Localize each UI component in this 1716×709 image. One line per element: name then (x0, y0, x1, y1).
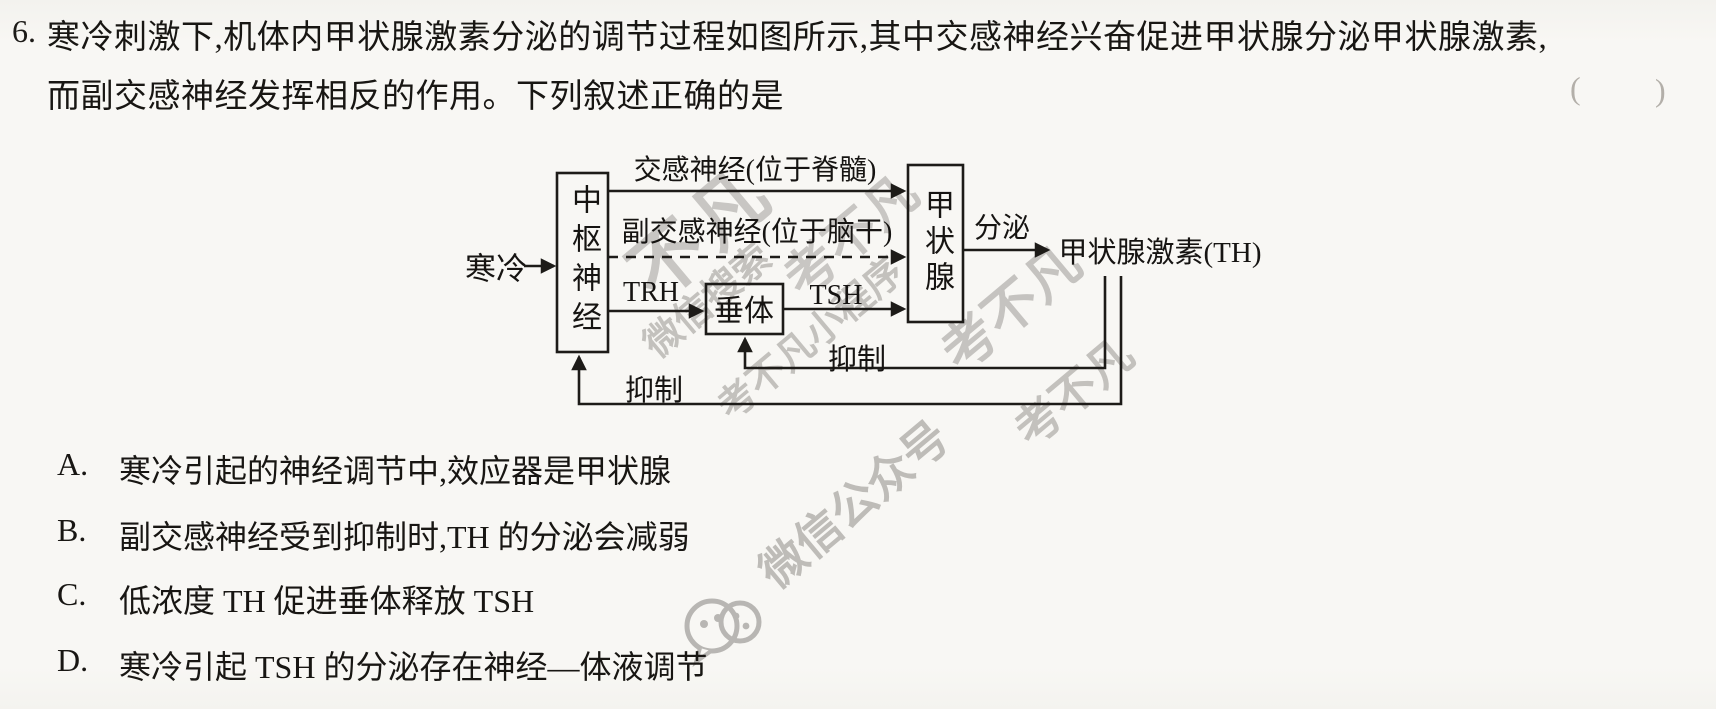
option-a-label: A. (57, 446, 89, 482)
feedback-line-to-pituitary (737, 276, 1107, 370)
inhibit-cns-label: 抑制 (624, 375, 684, 407)
option-b: B. 副交感神经受到抑制时,TH 的分泌会减弱 (57, 512, 690, 558)
thyroid-hormone-label: 甲状腺激素(TH) (1058, 237, 1262, 269)
option-b-text: 副交感神经受到抑制时,TH 的分泌会减弱 (119, 519, 690, 555)
thyroid-box-label: 甲状腺 (920, 189, 953, 297)
option-d-label: D. (57, 642, 89, 678)
question-line-1: 寒冷刺激下,机体内甲状腺激素分泌的调节过程如图所示,其中交感神经兴奋促进甲状腺分… (47, 20, 1548, 56)
option-c-label: C. (57, 576, 87, 612)
cns-box-outline (555, 171, 610, 354)
option-a-text: 寒冷引起的神经调节中,效应器是甲状腺 (119, 453, 672, 489)
answer-blank-close-paren: ) (1655, 72, 1666, 108)
stimulus-label: 寒冷 (465, 251, 527, 287)
parasympathetic-label: 副交感神经(位于脑干) (621, 217, 893, 248)
tsh-label: TSH (809, 280, 863, 311)
question-line-2: 而副交感神经发挥相反的作用。下列叙述正确的是 (47, 79, 784, 115)
option-c: C. 低浓度 TH 促进垂体释放 TSH (57, 576, 534, 622)
option-d: D. 寒冷引起 TSH 的分泌存在神经—体液调节 (57, 642, 707, 688)
inhibit-pituitary-label: 抑制 (827, 344, 887, 376)
answer-blank-open-paren: ( (1570, 70, 1581, 106)
option-b-label: B. (57, 512, 87, 548)
question-number: 6. (12, 13, 36, 49)
option-d-text: 寒冷引起 TSH 的分泌存在神经—体液调节 (119, 649, 708, 685)
thyroid-box-outline (906, 163, 965, 324)
option-a: A. 寒冷引起的神经调节中,效应器是甲状腺 (57, 446, 671, 492)
option-c-text: 低浓度 TH 促进垂体释放 TSH (119, 583, 535, 619)
pituitary-box-label: 垂体 (714, 295, 774, 328)
feedback-line-to-cns (571, 276, 1123, 406)
secretion-label: 分泌 (973, 213, 1031, 244)
sympathetic-label: 交感神经(位于脊髓) (633, 155, 877, 186)
trh-label: TRH (623, 277, 679, 308)
wechat-icon (684, 598, 762, 668)
cns-box-label: 中枢神经 (567, 184, 600, 340)
